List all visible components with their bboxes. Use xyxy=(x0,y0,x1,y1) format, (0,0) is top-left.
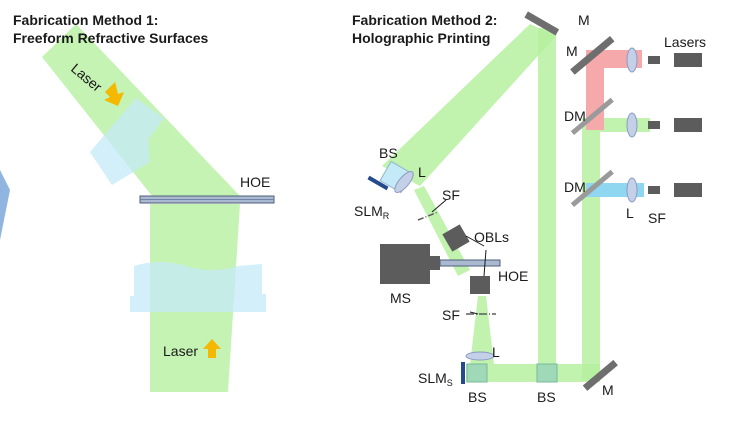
dm-lower-label: DM xyxy=(564,179,586,195)
hoe-plate-right xyxy=(439,259,501,267)
lens-laser-red xyxy=(626,47,638,73)
motion-stage xyxy=(380,244,430,284)
lasers-label: Lasers xyxy=(664,34,706,50)
mirror-second xyxy=(570,35,615,75)
beam-splitter-bottom-mid xyxy=(536,363,558,383)
horizontal-beam-bottom xyxy=(466,364,600,382)
slm-r xyxy=(367,175,389,191)
lens-right-label: L xyxy=(626,205,634,221)
mirror-second-label: M xyxy=(566,43,578,59)
lens-top-label: L xyxy=(418,164,426,180)
hoe-right-label: HOE xyxy=(498,268,528,284)
bs-top-label: BS xyxy=(379,145,398,161)
freeform-glass-upper xyxy=(90,98,164,185)
spatial-filter-blue xyxy=(648,186,660,194)
laser-blue xyxy=(674,183,702,197)
lens-top xyxy=(394,171,414,193)
bs-bottom-mid-label: BS xyxy=(537,389,556,405)
method-2-panel: Fabrication Method 2: Holographic Printi… xyxy=(352,11,706,405)
sf-upper-label: SF xyxy=(442,187,460,203)
dichroic-mirror-lower xyxy=(570,169,614,208)
spatial-filter-upper xyxy=(417,211,439,221)
sf-lower-label: SF xyxy=(442,307,460,323)
lens-laser-blue xyxy=(626,177,638,203)
mirror-top xyxy=(524,11,560,36)
lens-bottom-label: L xyxy=(492,344,500,360)
sf-upper-pointer xyxy=(431,199,447,213)
method-1-title-line2: Freeform Refractive Surfaces xyxy=(13,30,209,46)
slm-s xyxy=(461,362,465,384)
slm-r-label-sub: R xyxy=(383,211,390,221)
obls-pointer-lower xyxy=(483,249,487,277)
dichroic-mirror-upper xyxy=(570,97,614,136)
lens-bottom xyxy=(465,351,495,361)
mirror-top-label: M xyxy=(578,12,590,28)
objective-lens-upper xyxy=(442,224,470,252)
laser-red xyxy=(674,53,702,67)
spatial-filter-red xyxy=(648,56,660,64)
dm-upper-label: DM xyxy=(564,108,586,124)
objective-lens-lower xyxy=(470,276,490,294)
beam-splitter-bottom-left xyxy=(466,363,488,383)
mirror-bottom-label: M xyxy=(602,382,614,398)
laser-out-label: Laser xyxy=(163,343,198,359)
left-edge-arrow-fragment xyxy=(0,170,10,240)
slm-r-label: SLMR xyxy=(354,203,390,221)
reference-beam-diagonal xyxy=(382,24,556,186)
mirror-bottom xyxy=(582,359,618,391)
object-beam-upper xyxy=(414,186,470,276)
method-1-title-line1: Fabrication Method 1: xyxy=(13,12,158,28)
obls-pointer-upper xyxy=(465,235,485,247)
method-2-title-line2: Holographic Printing xyxy=(352,30,490,46)
laser-green xyxy=(674,118,702,132)
slm-r-label-main: SLM xyxy=(354,203,383,219)
method-1-panel: Fabrication Method 1: Freeform Refractiv… xyxy=(13,12,275,392)
bs-bottom-left-label: BS xyxy=(468,389,487,405)
vertical-beam-right xyxy=(582,118,600,380)
ms-label: MS xyxy=(390,290,411,306)
spatial-filter-green xyxy=(648,121,660,129)
vertical-beam-center xyxy=(538,28,556,380)
hoe-left-label: HOE xyxy=(240,174,270,190)
slm-s-label: SLMS xyxy=(418,370,453,388)
freeform-glass-lower xyxy=(130,262,266,312)
obls-label: OBLs xyxy=(474,229,509,245)
slm-s-label-main: SLM xyxy=(418,370,447,386)
motion-stage-arm xyxy=(430,256,440,270)
sf-right-label: SF xyxy=(648,210,666,226)
lens-laser-green xyxy=(626,112,638,138)
laser-path-green xyxy=(600,118,650,132)
arrow-laser-in-icon xyxy=(104,82,124,106)
arrow-laser-out-icon xyxy=(203,339,221,358)
sf-lower-pointer xyxy=(469,311,479,315)
slm-s-label-sub: S xyxy=(447,378,453,388)
method-2-title-line1: Fabrication Method 2: xyxy=(352,12,497,28)
